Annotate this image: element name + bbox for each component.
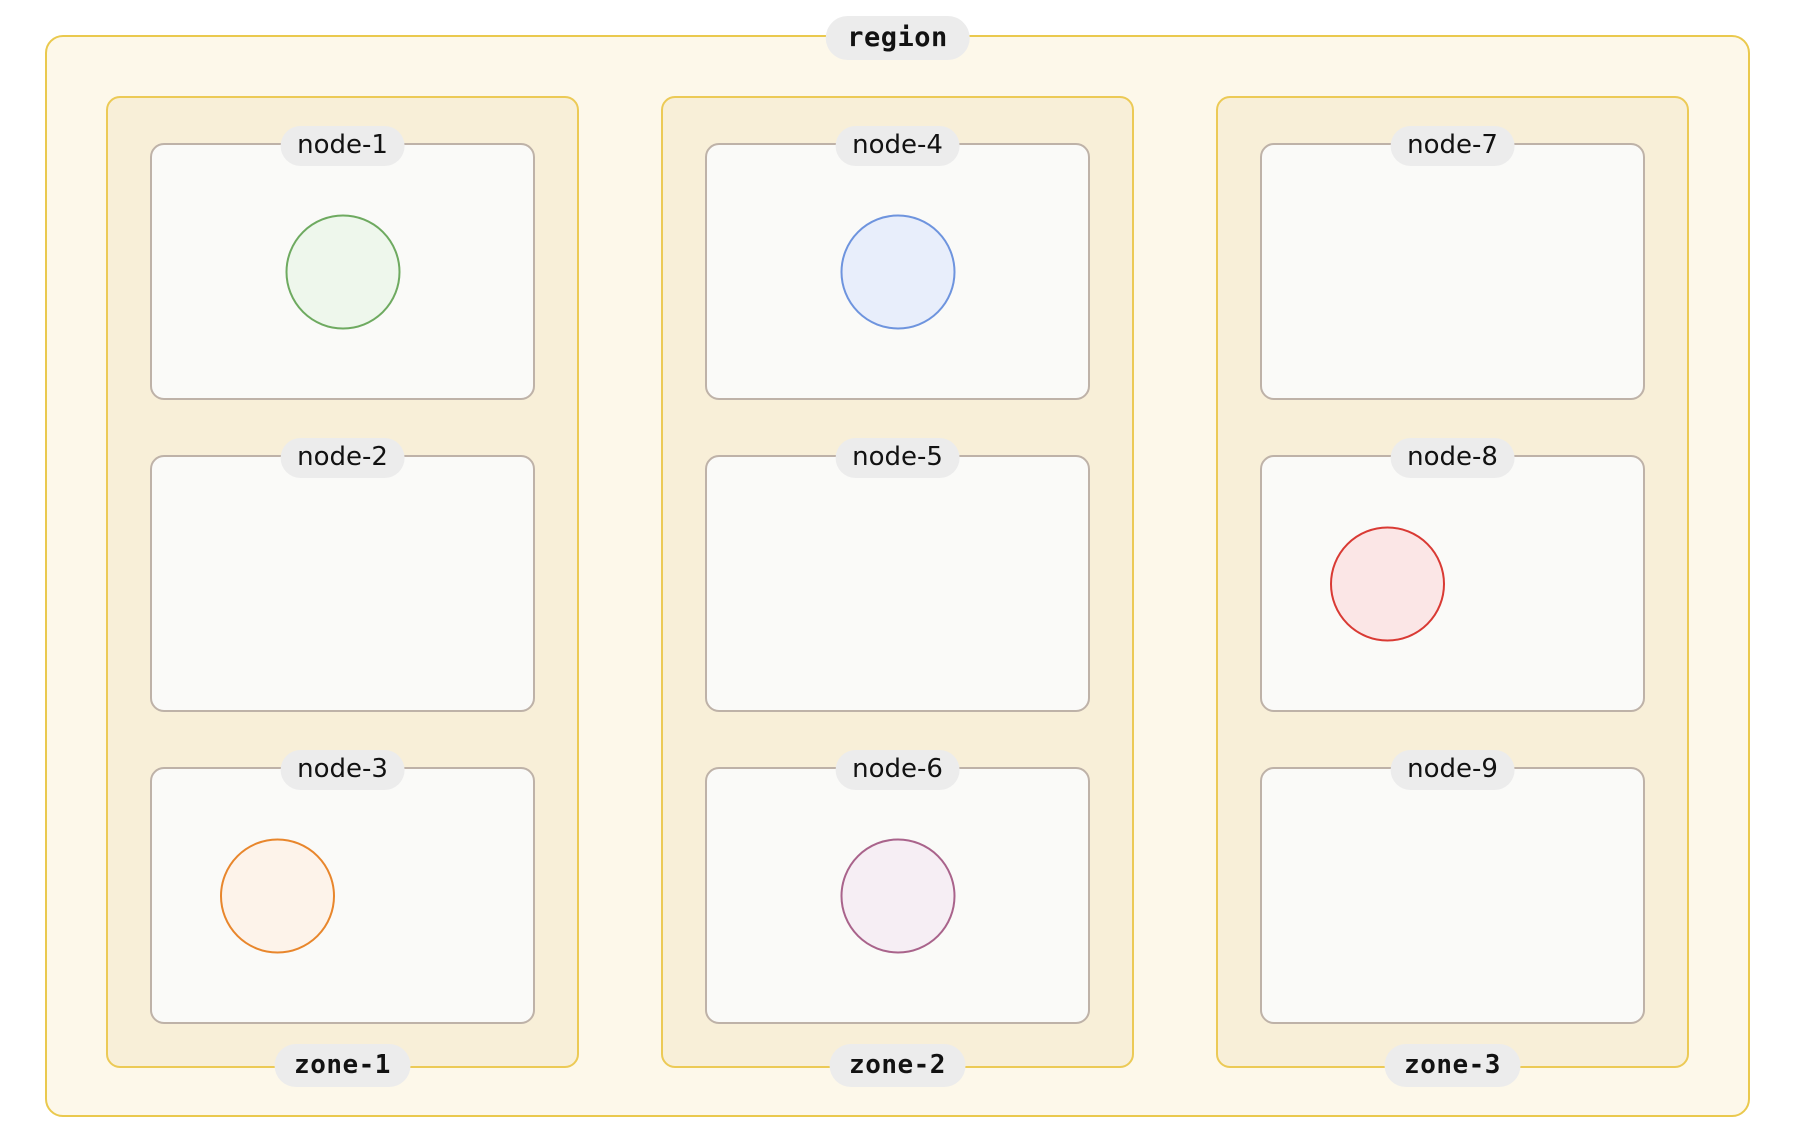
node-container-7[interactable]: node-7 [1260, 126, 1645, 400]
node-body-1 [152, 145, 533, 398]
zone-container-3[interactable]: node-7 node-8 node-9 zone-3 [1216, 96, 1689, 1087]
region-container[interactable]: region node-1 node-2 n [45, 16, 1750, 1117]
node-label-4: node-4 [835, 126, 960, 166]
node-body-5 [707, 457, 1088, 710]
item-circle-8[interactable] [1330, 526, 1445, 641]
region-label: region [825, 16, 970, 60]
node-container-4[interactable]: node-4 [705, 126, 1090, 400]
node-label-6: node-6 [835, 750, 960, 790]
node-container-5[interactable]: node-5 [705, 438, 1090, 712]
node-label-3: node-3 [280, 750, 405, 790]
zone-label-3: zone-3 [1384, 1044, 1521, 1087]
node-label-8: node-8 [1390, 438, 1515, 478]
node-label-2: node-2 [280, 438, 405, 478]
node-body-8 [1262, 457, 1643, 710]
item-circle-4[interactable] [840, 214, 955, 329]
node-container-8[interactable]: node-8 [1260, 438, 1645, 712]
zone-label-1: zone-1 [274, 1044, 411, 1087]
node-label-5: node-5 [835, 438, 960, 478]
node-body-7 [1262, 145, 1643, 398]
zone-row: node-1 node-2 node-3 [106, 96, 1689, 1087]
zone-container-1[interactable]: node-1 node-2 node-3 [106, 96, 579, 1087]
node-stack-2: node-4 node-5 node-6 [705, 126, 1090, 1024]
node-label-1: node-1 [280, 126, 405, 166]
node-container-9[interactable]: node-9 [1260, 750, 1645, 1024]
item-circle-6[interactable] [840, 838, 955, 953]
node-body-9 [1262, 769, 1643, 1022]
node-container-6[interactable]: node-6 [705, 750, 1090, 1024]
zone-label-2: zone-2 [829, 1044, 966, 1087]
node-container-3[interactable]: node-3 [150, 750, 535, 1024]
node-body-6 [707, 769, 1088, 1022]
node-body-2 [152, 457, 533, 710]
node-body-3 [152, 769, 533, 1022]
zone-container-2[interactable]: node-4 node-5 node-6 [661, 96, 1134, 1087]
node-label-9: node-9 [1390, 750, 1515, 790]
node-stack-1: node-1 node-2 node-3 [150, 126, 535, 1024]
item-circle-1[interactable] [285, 214, 400, 329]
node-label-7: node-7 [1390, 126, 1515, 166]
item-circle-3[interactable] [220, 838, 335, 953]
node-body-4 [707, 145, 1088, 398]
node-container-1[interactable]: node-1 [150, 126, 535, 400]
node-stack-3: node-7 node-8 node-9 [1260, 126, 1645, 1024]
node-container-2[interactable]: node-2 [150, 438, 535, 712]
